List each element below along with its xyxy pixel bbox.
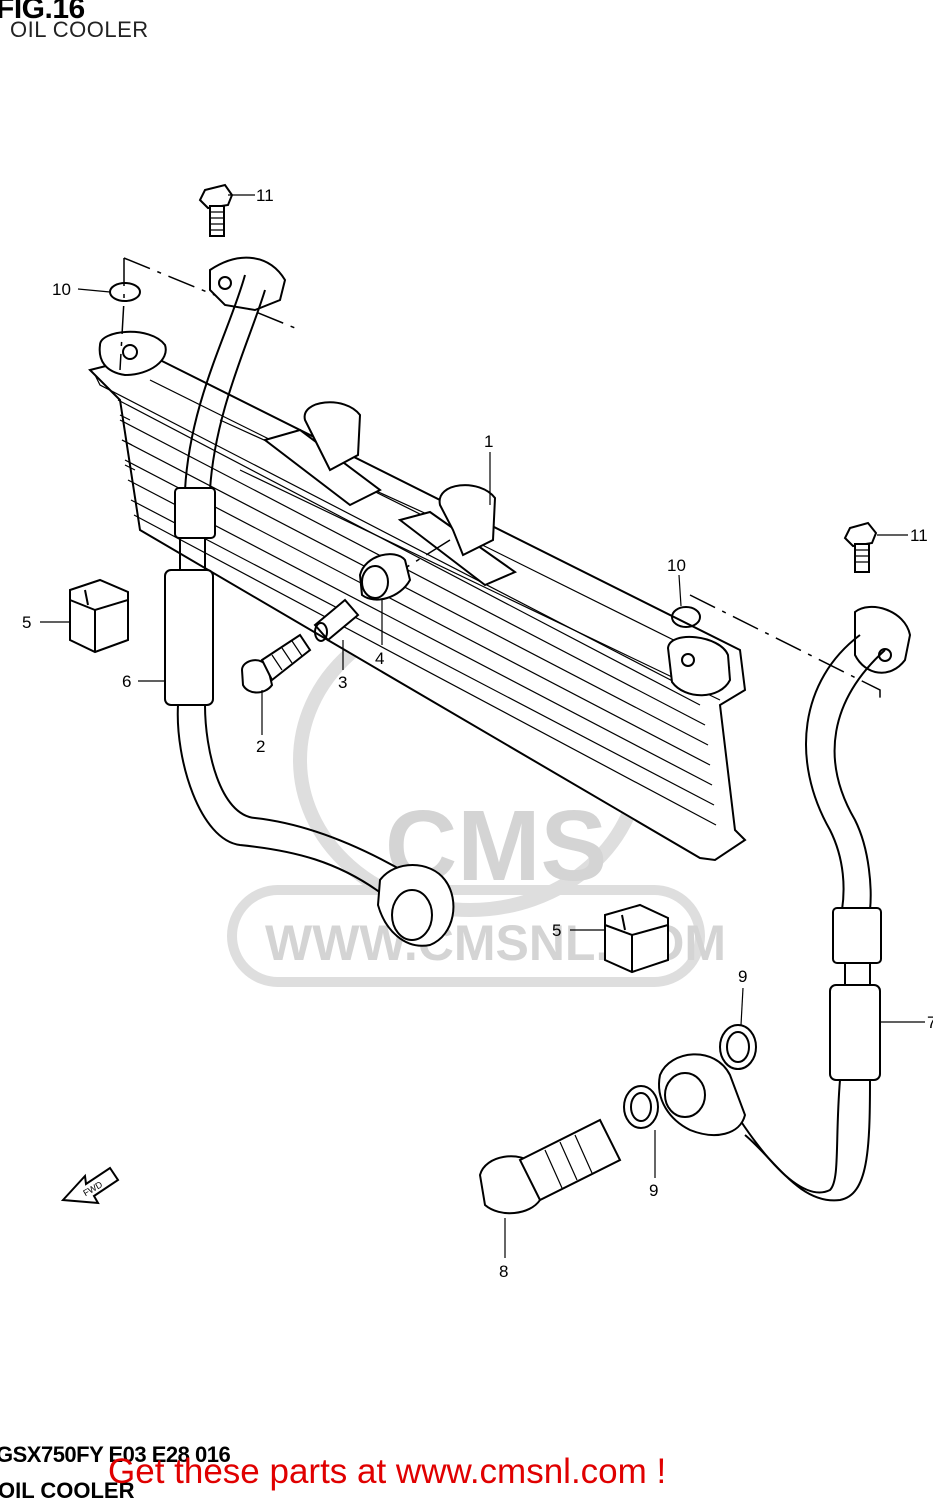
- rubber-mount-5-right: [604, 903, 669, 974]
- callout-9-upper: 9: [738, 967, 747, 986]
- callout-11-right: 11: [910, 526, 928, 545]
- rubber-mount-5-left: [69, 578, 129, 654]
- hose-6: [164, 256, 455, 947]
- oil-cooler-core: [88, 330, 747, 862]
- bolt-2: [240, 633, 312, 694]
- callout-1: 1: [484, 432, 493, 451]
- centerline-right: [689, 594, 881, 705]
- bolt-11-right: [843, 521, 878, 573]
- washer-9-upper: [719, 1024, 757, 1070]
- centerline-left: [119, 258, 125, 371]
- o-ring-10-right: [671, 606, 701, 628]
- callout-6: 6: [122, 672, 131, 691]
- callout-2: 2: [256, 737, 265, 756]
- fwd-arrow-icon: FWD: [60, 1166, 120, 1205]
- figure-title: FIG.16: [0, 0, 85, 25]
- grommet-4: [358, 553, 412, 601]
- callout-9-lower: 9: [649, 1181, 658, 1200]
- leader-lines: [40, 194, 925, 1258]
- collar-3: [313, 598, 360, 642]
- callout-10-left: 10: [52, 280, 71, 299]
- callout-5-right: 5: [552, 921, 561, 940]
- callout-10-right: 10: [667, 556, 686, 575]
- centerline-upper: [123, 257, 301, 331]
- figure-subtitle: OIL COOLER: [10, 17, 149, 42]
- callout-8: 8: [499, 1262, 508, 1281]
- section-label: OIL COOLER: [0, 1478, 135, 1503]
- model-code: GSX750FY E03 E28 016: [0, 1442, 231, 1467]
- centerline-mount: [369, 539, 451, 591]
- bolt-11-top: [198, 183, 234, 237]
- o-ring-10-left: [109, 282, 141, 302]
- callout-7: 7: [927, 1013, 933, 1032]
- callout-4: 4: [375, 649, 384, 668]
- callout-5-left: 5: [22, 613, 31, 632]
- union-bolt-8: [478, 1118, 622, 1215]
- washer-9-lower: [623, 1085, 659, 1129]
- callout-11-top: 11: [256, 186, 274, 205]
- hose-7: [658, 605, 912, 1202]
- callout-3: 3: [338, 673, 347, 692]
- promo-link[interactable]: Get these parts at www.cmsnl.com !: [108, 1452, 667, 1491]
